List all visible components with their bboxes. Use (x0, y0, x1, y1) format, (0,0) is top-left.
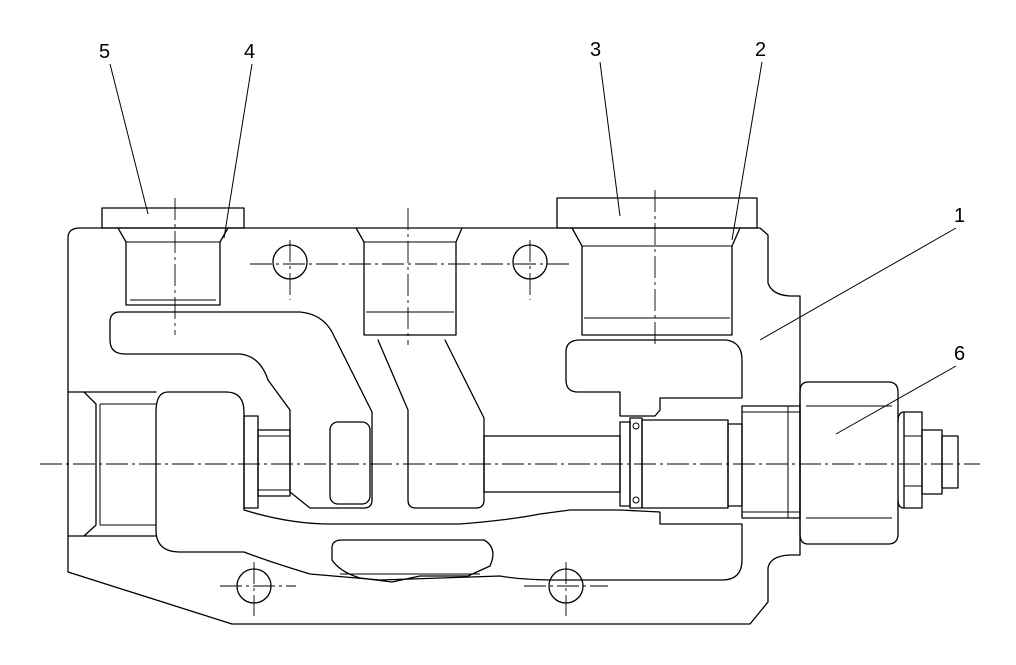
centre-lines (40, 190, 980, 616)
right-port-fitting (556, 197, 758, 336)
mounting-holes (236, 244, 584, 604)
spool (243, 415, 743, 509)
callout-3: 3 (590, 39, 601, 61)
left-bore (67, 391, 157, 537)
callout-4: 4 (244, 41, 255, 63)
middle-port (355, 227, 463, 336)
valve-body-outline (67, 227, 801, 625)
left-port-fitting (101, 207, 245, 306)
callout-6: 6 (954, 343, 965, 365)
leader-lines (109, 61, 957, 435)
internal-passages (109, 311, 743, 583)
adjuster-assembly (741, 381, 959, 545)
callout-5: 5 (99, 41, 110, 63)
callout-1: 1 (954, 205, 965, 227)
callout-2: 2 (755, 39, 766, 61)
